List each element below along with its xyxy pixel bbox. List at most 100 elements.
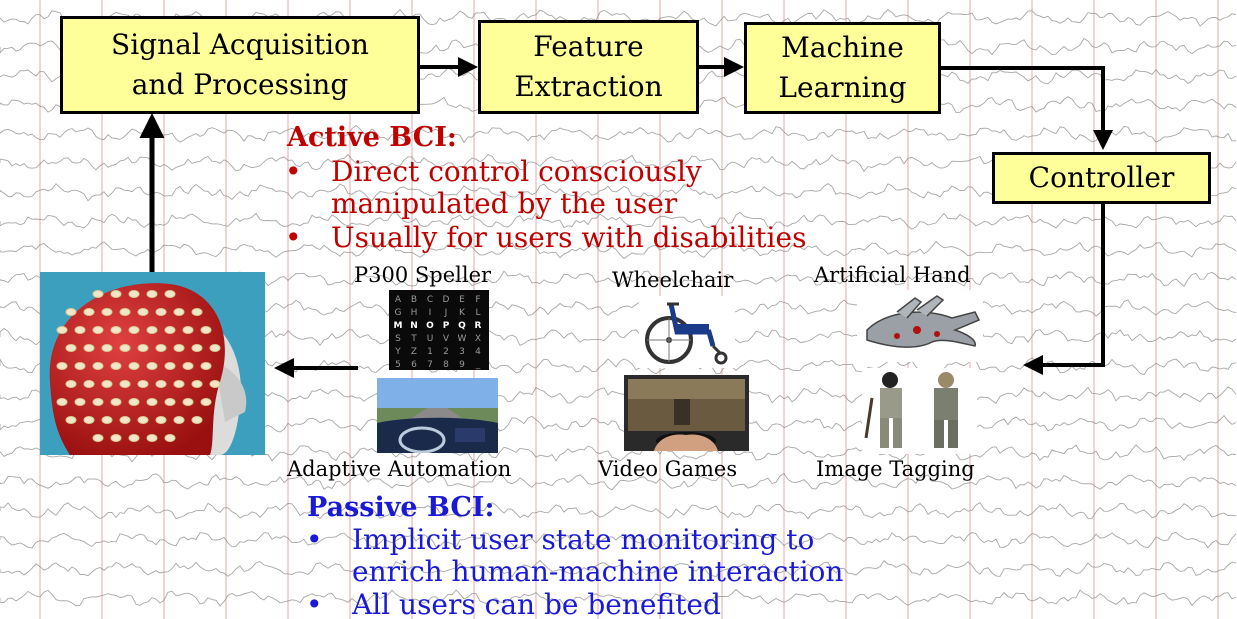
electrode-dot	[83, 308, 95, 316]
bullet-dot: •	[306, 588, 323, 619]
electrode-dot	[146, 434, 158, 442]
machine-learning-line2: Learning	[778, 71, 907, 104]
speller-char: M	[394, 321, 403, 331]
speller-char: 8	[443, 360, 449, 370]
electrode-dot	[173, 416, 185, 424]
adaptive-automation-label: Adaptive Automation	[287, 457, 512, 481]
speller-char: P	[443, 321, 450, 331]
electrode-dot	[128, 326, 140, 334]
electrode-dot	[182, 398, 194, 406]
speller-char: Z	[411, 347, 417, 357]
speller-char: Q	[458, 321, 466, 331]
electrode-dot	[74, 398, 86, 406]
electrode-dot	[92, 434, 104, 442]
active-bullet-2: •Usually for users with disabilities	[285, 222, 806, 254]
p300-speller-label: P300 Speller	[354, 263, 492, 287]
electrode-dot	[155, 308, 167, 316]
electrode-dot	[164, 326, 176, 334]
electrode-dot	[155, 416, 167, 424]
active-bullet-1: •Direct control consciously	[285, 156, 702, 188]
speller-char: A	[395, 295, 402, 305]
electrode-dot	[137, 380, 149, 388]
electrode-dot	[101, 416, 113, 424]
electrode-dot	[65, 344, 77, 352]
electrode-dot	[56, 362, 68, 370]
electrode-dot	[101, 344, 113, 352]
speller-char: G	[395, 308, 402, 318]
speller-char: J	[444, 308, 448, 318]
electrode-dot	[101, 308, 113, 316]
eeg-trace	[0, 531, 1237, 550]
speller-char: C	[427, 295, 433, 305]
speller-char: X	[475, 334, 481, 344]
passive-bullet-1-line2: enrich human-machine interaction	[352, 555, 844, 588]
eeg-trace	[0, 559, 1237, 578]
electrode-dot	[146, 290, 158, 298]
driving-simulator-image	[377, 378, 498, 453]
signal-acquisition-box: Signal Acquisition and Processing	[60, 16, 420, 114]
electrode-dot	[164, 362, 176, 370]
speller-char: V	[443, 334, 450, 344]
electrode-dot	[83, 344, 95, 352]
signal-acquisition-line1: Signal Acquisition	[111, 28, 369, 61]
signal-acquisition-line2: and Processing	[131, 68, 349, 101]
speller-char: E	[459, 295, 465, 305]
speller-char: L	[475, 308, 480, 318]
electrode-dot	[101, 380, 113, 388]
bullet-dot: •	[306, 523, 323, 556]
electrode-dot	[56, 326, 68, 334]
speller-char: S	[395, 334, 401, 344]
image-tagging-label: Image Tagging	[816, 457, 975, 481]
wheelchair-label: Wheelchair	[612, 268, 734, 292]
speller-char: O	[426, 321, 434, 331]
electrode-dot	[92, 398, 104, 406]
electrode-dot	[191, 344, 203, 352]
electrode-dot	[110, 434, 122, 442]
artificial-hand-label: Artificial Hand	[814, 263, 971, 287]
active-bullet-2-text: Usually for users with disabilities	[331, 221, 807, 254]
electrode-dot	[164, 290, 176, 298]
electrode-dot	[119, 380, 131, 388]
electrode-dot	[65, 308, 77, 316]
electrode-dot	[191, 380, 203, 388]
electrode-dot	[56, 398, 68, 406]
electrode-dot	[65, 416, 77, 424]
electrode-dot	[155, 344, 167, 352]
passive-bci-heading: Passive BCI:	[307, 492, 495, 523]
electrode-dot	[146, 398, 158, 406]
speller-char: 5	[395, 360, 401, 370]
electrode-dot	[128, 434, 140, 442]
electrode-dot	[137, 308, 149, 316]
electrode-dot	[173, 380, 185, 388]
electrode-dot	[200, 398, 212, 406]
electrode-dot	[128, 362, 140, 370]
active-bullet-1-line1: Direct control consciously	[331, 155, 702, 188]
machine-learning-line1: Machine	[781, 31, 904, 64]
electrode-dot	[92, 290, 104, 298]
electrode-dot	[209, 380, 221, 388]
electrode-dot	[164, 398, 176, 406]
eeg-trace	[0, 472, 1237, 491]
electrode-dot	[119, 308, 131, 316]
electrode-dot	[83, 380, 95, 388]
eeg-trace	[0, 501, 1237, 520]
speller-char: 9	[459, 360, 465, 370]
passive-bullet-1-cont: enrich human-machine interaction	[352, 556, 843, 588]
electrode-dot	[128, 290, 140, 298]
eeg-trace	[0, 124, 1237, 144]
electrode-dot	[155, 380, 167, 388]
speller-char: T	[410, 334, 417, 344]
electrode-dot	[191, 308, 203, 316]
passive-bullet-2-text: All users can be benefited	[352, 588, 721, 619]
feature-extraction-line1: Feature	[533, 30, 644, 63]
active-bullet-1-cont: manipulated by the user	[331, 188, 677, 220]
wheelchair-image	[639, 296, 735, 368]
electrode-dot	[146, 362, 158, 370]
speller-char: H	[411, 308, 418, 318]
electrode-dot	[83, 416, 95, 424]
electrode-dot	[182, 326, 194, 334]
electrode-dot	[173, 344, 185, 352]
